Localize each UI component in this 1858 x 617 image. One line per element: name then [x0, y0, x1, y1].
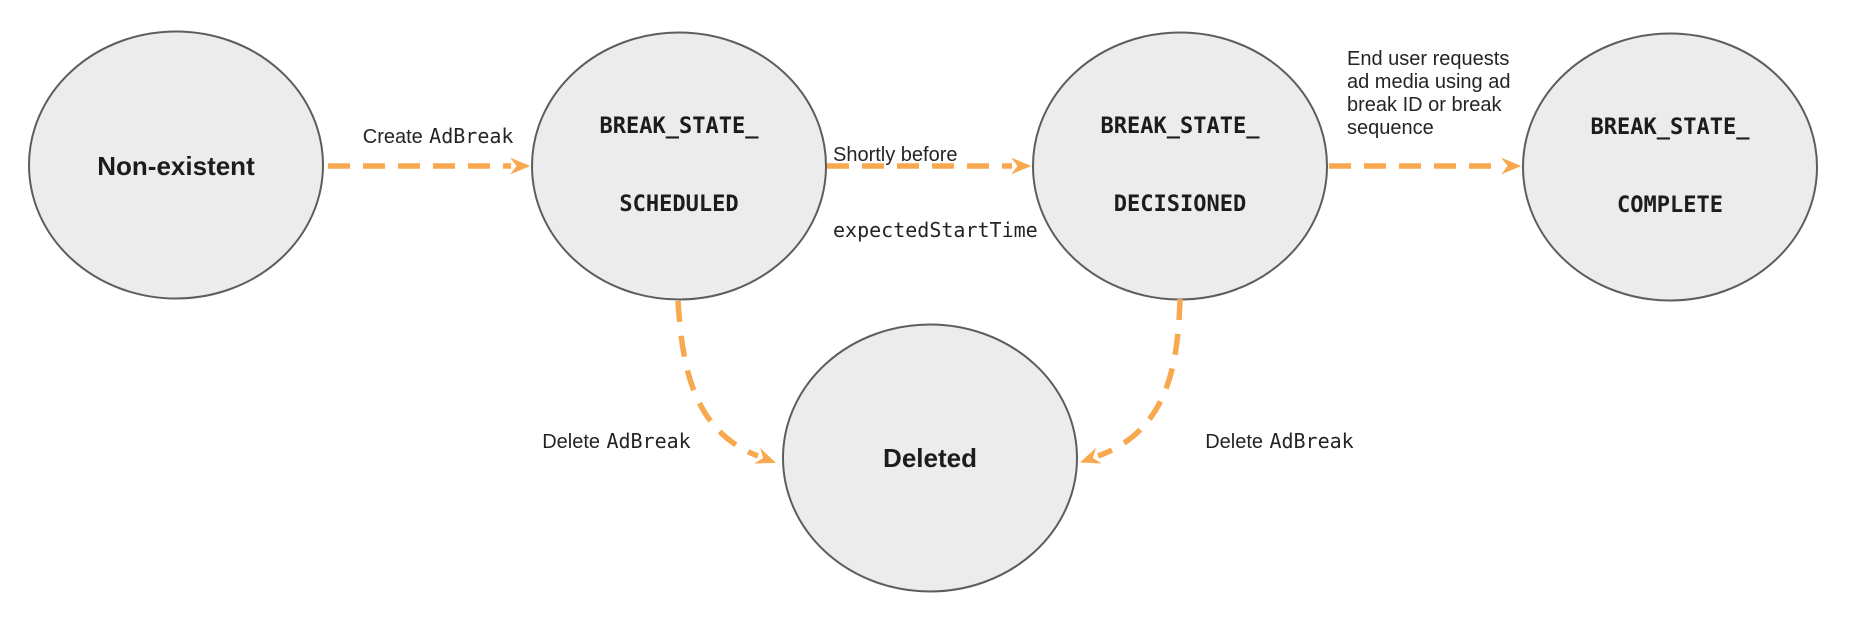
edge-label-text: Delete [1205, 431, 1264, 453]
state-node-label-non-existent: Non-existent [97, 151, 255, 181]
node-ellipse-break-state-complete [1522, 32, 1818, 302]
state-node-label-break-state-scheduled: BREAK_STATE_ SCHEDULED [600, 62, 759, 270]
node-ellipse-break-state-scheduled [531, 31, 827, 301]
state-label-line: COMPLETE [1617, 193, 1723, 218]
edge-label-code: AdBreak [1269, 429, 1354, 453]
edge-label-line: break ID or break [1347, 94, 1502, 116]
edge-label-create-adbreak: Create AdBreak [327, 100, 527, 173]
node-ellipse-non-existent [28, 30, 324, 300]
state-label-line: BREAK_STATE_ [1100, 114, 1260, 139]
edge-label-text: Create [362, 126, 423, 148]
edge-label-text: Delete [542, 431, 601, 453]
state-node-label-break-state-decisioned: BREAK_STATE_ DECISIONED [1101, 62, 1260, 270]
state-node-label-deleted: Deleted [883, 443, 977, 473]
state-label-line: BREAK_STATE_ [1590, 115, 1750, 140]
edge-label-end-user-requests: End user requests ad media using ad brea… [1347, 48, 1510, 140]
edge-label-text: Shortly before [833, 144, 958, 166]
edge-arrow-delete-from-decisioned [1079, 298, 1183, 464]
state-node-label-break-state-complete: BREAK_STATE_ COMPLETE [1591, 63, 1750, 271]
node-ellipse-deleted [782, 323, 1078, 593]
edge-label-line: ad media using ad [1347, 71, 1511, 93]
edge-label-code: AdBreak [429, 124, 514, 148]
state-label-line: SCHEDULED [619, 192, 739, 217]
edge-label-code: AdBreak [606, 429, 691, 453]
edge-label-code: expectedStartTime [833, 218, 1038, 242]
edge-arrow-delete-from-scheduled [675, 300, 776, 464]
edge-label-line: End user requests [1347, 48, 1510, 70]
edge-label-shortly-before-expectedstarttime: Shortly before expectedStartTime [833, 93, 1038, 293]
state-label-line: DECISIONED [1113, 192, 1247, 217]
state-label-line: BREAK_STATE_ [599, 114, 759, 139]
edge-label-line: sequence [1347, 117, 1434, 139]
